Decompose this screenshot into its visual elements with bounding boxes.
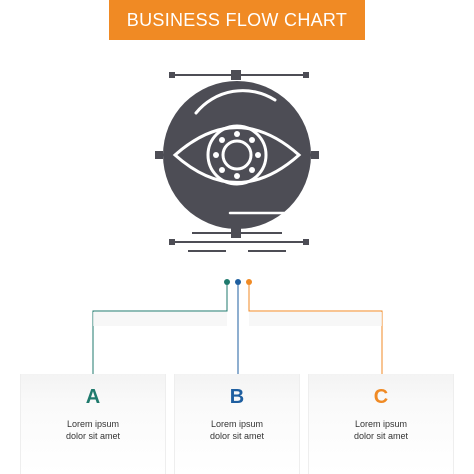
icon-circle xyxy=(163,81,311,229)
step-letter-b: B xyxy=(229,386,245,408)
step-text-a-line2: dolor sit amet xyxy=(65,431,121,441)
chart-title: BUSINESS FLOW CHART xyxy=(126,9,348,30)
highlight-arc-top xyxy=(194,89,277,115)
iris-ring xyxy=(206,124,268,186)
pupil-ring xyxy=(221,139,253,171)
left-node xyxy=(155,151,163,159)
title-banner: BUSINESS FLOW CHART xyxy=(109,0,365,40)
top-guide-node-right xyxy=(303,72,309,78)
step-text-c-line2: dolor sit amet xyxy=(353,431,409,441)
top-guide-node-left xyxy=(169,72,175,78)
bottom-guide-node-center xyxy=(231,228,241,238)
connector-line-c xyxy=(248,282,383,374)
step-text-a-line1: Lorem ipsum xyxy=(66,419,120,429)
step-card-b: B Lorem ipsum dolor sit amet xyxy=(174,374,300,474)
step-card-a: A Lorem ipsum dolor sit amet xyxy=(20,374,166,474)
bottom-guide-node-right xyxy=(303,239,309,245)
right-node xyxy=(311,151,319,159)
bottom-guide-node-left xyxy=(169,239,175,245)
shadow-c xyxy=(249,312,382,326)
connector-line-a xyxy=(92,282,228,374)
step-text-c-line1: Lorem ipsum xyxy=(354,419,408,429)
step-letter-c: C xyxy=(373,386,389,408)
iris-dots xyxy=(213,131,261,179)
top-guide-node-center xyxy=(231,70,241,80)
eye-vision-icon xyxy=(155,70,319,252)
step-card-c: C Lorem ipsum dolor sit amet xyxy=(308,374,454,474)
step-text-c: Lorem ipsum dolor sit amet xyxy=(308,418,454,442)
step-text-b-line1: Lorem ipsum xyxy=(210,419,264,429)
step-text-b-line2: dolor sit amet xyxy=(209,431,265,441)
shadow-a xyxy=(93,312,227,326)
step-text-b: Lorem ipsum dolor sit amet xyxy=(174,418,300,442)
step-letter-a: A xyxy=(85,386,101,408)
eye-outline xyxy=(172,126,302,184)
step-text-a: Lorem ipsum dolor sit amet xyxy=(20,418,166,442)
